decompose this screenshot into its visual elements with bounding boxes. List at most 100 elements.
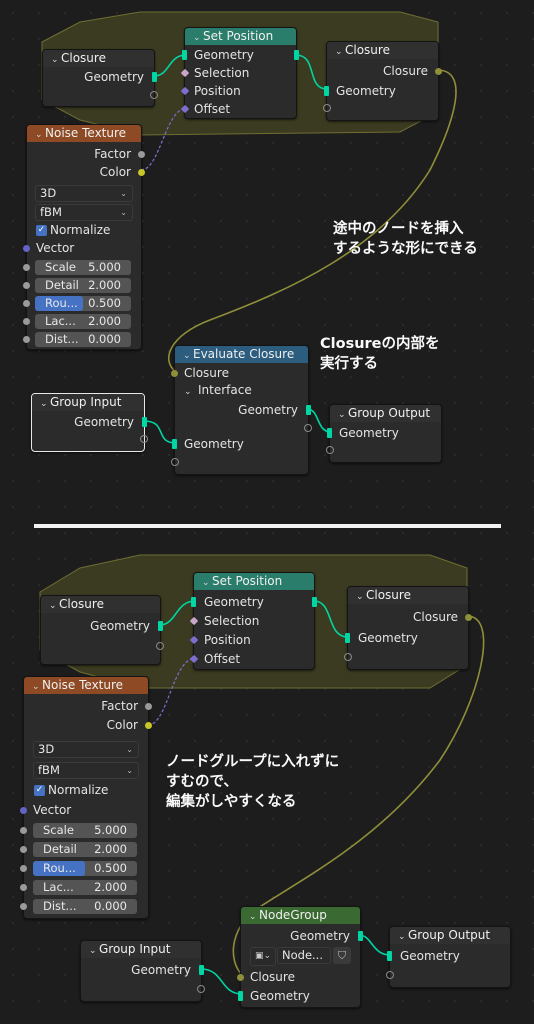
roughness-field[interactable]: Rou...0.500 bbox=[35, 296, 131, 311]
group-input-node-bottom[interactable]: ⌄Group Input Geometry bbox=[80, 940, 205, 1002]
roughness-socket[interactable] bbox=[23, 300, 30, 307]
detail-socket[interactable] bbox=[20, 846, 27, 853]
normalize-checkbox[interactable]: ✓ bbox=[34, 785, 45, 796]
type-dropdown[interactable]: fBM⌄ bbox=[35, 204, 133, 221]
chevron-down-icon[interactable]: ⌄ bbox=[89, 946, 97, 956]
vector-socket[interactable] bbox=[20, 807, 27, 814]
extend-socket[interactable] bbox=[323, 104, 331, 112]
distortion-socket[interactable] bbox=[20, 903, 27, 910]
noise-texture-node-bottom[interactable]: ⌄Noise Texture Factor Color 3D⌄ fBM⌄ ✓ N… bbox=[20, 676, 152, 919]
color-socket[interactable] bbox=[145, 722, 152, 729]
closure-input-node-top[interactable]: ⌄Closure Geometry bbox=[42, 49, 158, 107]
chevron-down-icon[interactable]: ⌄ bbox=[338, 410, 346, 420]
node-header[interactable]: ⌄Closure bbox=[327, 42, 438, 59]
lacunarity-socket[interactable] bbox=[23, 318, 30, 325]
lacunarity-field[interactable]: Lac...2.000 bbox=[33, 880, 137, 895]
geometry-input-socket[interactable] bbox=[387, 951, 392, 961]
node-header[interactable]: ⌄Closure bbox=[43, 50, 154, 67]
node-header[interactable]: ⌄Noise Texture bbox=[24, 677, 148, 694]
chevron-down-icon[interactable]: ⌄ bbox=[335, 47, 343, 57]
dimensions-dropdown[interactable]: 3D⌄ bbox=[33, 741, 139, 758]
node-header[interactable]: ⌄NodeGroup bbox=[241, 907, 360, 924]
closure-input-socket[interactable] bbox=[237, 974, 244, 981]
geometry-output-socket[interactable] bbox=[158, 621, 163, 631]
geometry-input-socket[interactable] bbox=[324, 86, 329, 96]
extend-input-socket[interactable] bbox=[171, 458, 179, 466]
lacunarity-field[interactable]: Lac...2.000 bbox=[35, 314, 131, 329]
closure-output-node-bottom[interactable]: ⌄Closure Closure Geometry bbox=[344, 586, 472, 670]
scale-socket[interactable] bbox=[20, 827, 27, 834]
geometry-output-socket[interactable] bbox=[199, 965, 204, 975]
factor-socket[interactable] bbox=[145, 703, 152, 710]
group-output-node-top[interactable]: ⌄Group Output Geometry bbox=[326, 404, 442, 463]
group-output-node-bottom[interactable]: ⌄Group Output Geometry bbox=[386, 926, 511, 988]
distortion-field[interactable]: Dist...0.000 bbox=[35, 332, 131, 347]
chevron-down-icon[interactable]: ⌄ bbox=[193, 33, 201, 43]
geometry-input-socket[interactable] bbox=[327, 428, 332, 438]
distortion-field[interactable]: Dist...0.000 bbox=[33, 899, 137, 914]
node-header[interactable]: ⌄Noise Texture bbox=[27, 125, 141, 142]
group-name-field[interactable]: Node... bbox=[277, 947, 331, 964]
chevron-down-icon[interactable]: ⌄ bbox=[356, 592, 364, 602]
set-position-node-top[interactable]: ⌄Set Position Geometry Selection Positio… bbox=[180, 27, 299, 119]
factor-socket[interactable] bbox=[138, 151, 145, 158]
extend-socket[interactable] bbox=[344, 653, 352, 661]
extend-socket[interactable] bbox=[156, 642, 164, 650]
extend-socket[interactable] bbox=[150, 91, 158, 99]
roughness-socket[interactable] bbox=[20, 865, 27, 872]
extend-socket[interactable] bbox=[326, 446, 334, 454]
chevron-down-icon[interactable]: ⌄ bbox=[249, 912, 257, 922]
node-header[interactable]: ⌄Set Position bbox=[194, 573, 314, 590]
node-header[interactable]: ⌄Set Position bbox=[185, 28, 296, 45]
closure-input-node-bottom[interactable]: ⌄Closure Geometry bbox=[40, 595, 164, 665]
dimensions-dropdown[interactable]: 3D⌄ bbox=[35, 185, 133, 202]
extend-socket[interactable] bbox=[140, 435, 148, 443]
lacunarity-socket[interactable] bbox=[20, 884, 27, 891]
chevron-down-icon[interactable]: ⌄ bbox=[183, 351, 191, 361]
extend-output-socket[interactable] bbox=[304, 424, 312, 432]
geometry-output-socket[interactable] bbox=[152, 72, 157, 82]
normalize-checkbox[interactable]: ✓ bbox=[36, 225, 47, 236]
interface-panel-toggle[interactable]: ⌄Interface bbox=[184, 383, 252, 397]
geometry-output-socket[interactable] bbox=[312, 597, 317, 607]
chevron-down-icon[interactable]: ⌄ bbox=[49, 601, 57, 611]
roughness-field[interactable]: Rou...0.500 bbox=[33, 861, 137, 876]
closure-output-socket[interactable] bbox=[465, 614, 472, 621]
fake-user-shield-icon[interactable]: ⛉ bbox=[333, 947, 351, 964]
geometry-output-socket[interactable] bbox=[294, 50, 299, 60]
chevron-down-icon[interactable]: ⌄ bbox=[398, 932, 406, 942]
geometry-input-socket[interactable] bbox=[345, 633, 350, 643]
extend-socket[interactable] bbox=[197, 985, 205, 993]
extend-socket[interactable] bbox=[386, 971, 394, 979]
noise-texture-node-top[interactable]: ⌄Noise Texture Factor Color 3D⌄ fBM⌄ ✓ N… bbox=[23, 124, 145, 350]
distortion-socket[interactable] bbox=[23, 336, 30, 343]
node-header[interactable]: ⌄Closure bbox=[348, 587, 468, 604]
closure-output-node-top[interactable]: ⌄Closure Closure Geometry bbox=[323, 41, 442, 121]
group-selector[interactable]: ▣⌄ Node... ⛉ bbox=[250, 947, 351, 966]
closure-input-socket[interactable] bbox=[171, 370, 178, 377]
chevron-down-icon[interactable]: ⌄ bbox=[35, 130, 43, 140]
geometry-input-socket[interactable] bbox=[172, 439, 177, 449]
nodegroup-node-bottom[interactable]: ⌄NodeGroup Geometry ▣⌄ Node... ⛉ Closure… bbox=[237, 906, 363, 1008]
geometry-output-socket[interactable] bbox=[142, 417, 147, 427]
closure-output-socket[interactable] bbox=[435, 68, 442, 75]
node-tree-icon[interactable]: ▣⌄ bbox=[250, 947, 276, 966]
set-position-node-bottom[interactable]: ⌄Set Position Geometry Selection Positio… bbox=[189, 572, 317, 670]
geometry-input-socket[interactable] bbox=[191, 597, 196, 607]
vector-socket[interactable] bbox=[23, 245, 30, 252]
detail-socket[interactable] bbox=[23, 282, 30, 289]
node-header[interactable]: ⌄Group Input bbox=[81, 941, 201, 958]
chevron-down-icon[interactable]: ⌄ bbox=[51, 55, 59, 65]
node-header[interactable]: ⌄Group Output bbox=[330, 405, 441, 422]
node-header[interactable]: ⌄Closure bbox=[41, 596, 160, 613]
geometry-output-socket[interactable] bbox=[358, 931, 363, 941]
group-input-node-top[interactable]: ⌄Group Input Geometry bbox=[31, 393, 148, 452]
color-socket[interactable] bbox=[138, 169, 145, 176]
chevron-down-icon[interactable]: ⌄ bbox=[40, 399, 48, 409]
type-dropdown[interactable]: fBM⌄ bbox=[33, 762, 139, 779]
chevron-down-icon[interactable]: ⌄ bbox=[32, 682, 40, 692]
